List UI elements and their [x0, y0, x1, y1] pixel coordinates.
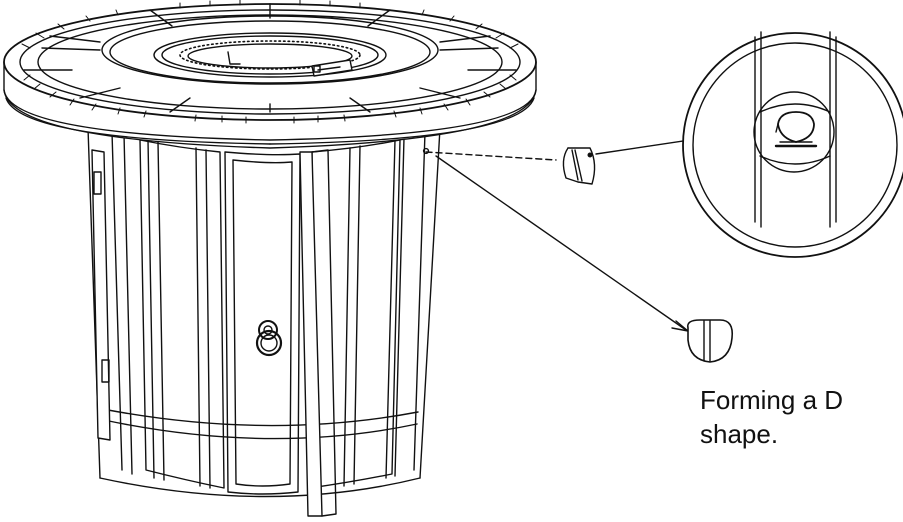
d-shape-detail [688, 320, 733, 362]
detail-magnifier [683, 32, 903, 257]
door-ring-handle [257, 321, 281, 355]
caption-line-1: Forming a D [700, 385, 844, 415]
d-shaped-valve-stem [776, 112, 816, 146]
cabinet-body [88, 128, 440, 497]
front-legs [92, 150, 336, 516]
instruction-caption: Forming a D shape. [700, 383, 890, 451]
control-knob [563, 148, 594, 184]
burner-pan [154, 33, 386, 77]
caption-line-2: shape. [700, 419, 779, 449]
door-hinges [94, 172, 109, 382]
fire-table [4, 0, 536, 516]
